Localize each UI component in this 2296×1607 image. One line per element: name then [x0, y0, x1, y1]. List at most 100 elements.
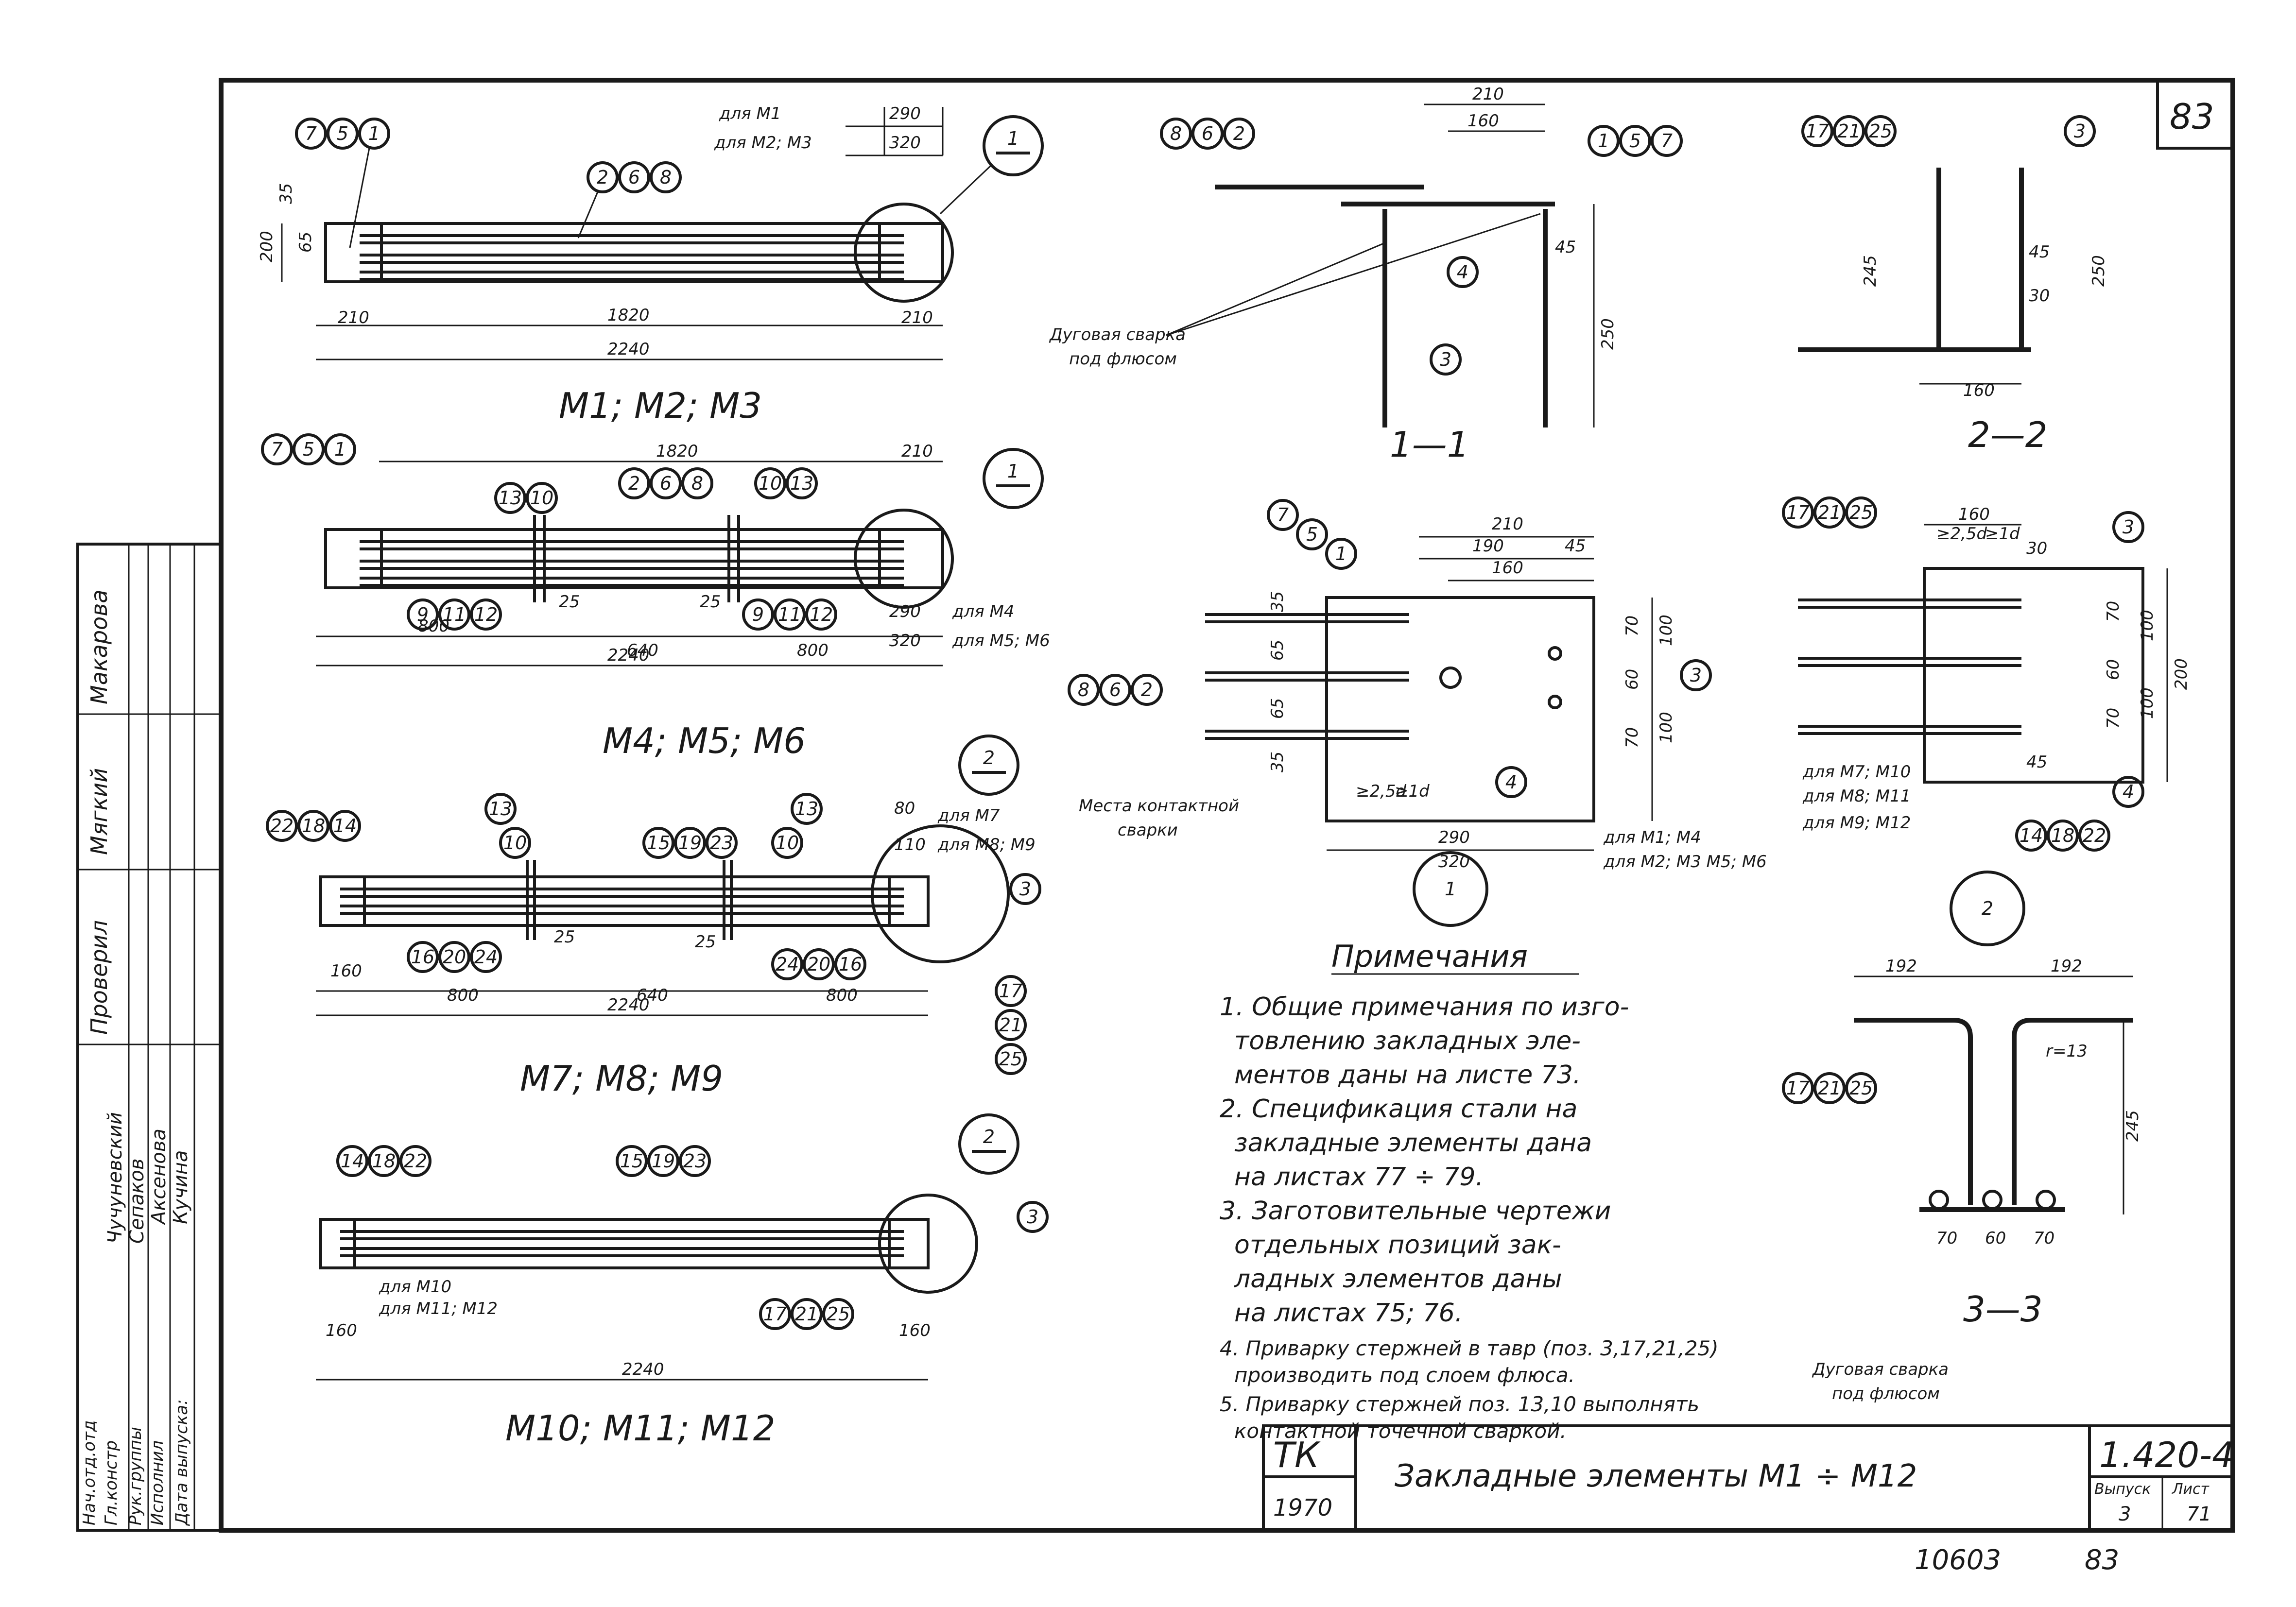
sec11-dim-45: 45 — [1555, 238, 1576, 257]
dim-25b-m7: 25 — [695, 932, 716, 952]
bubble-13b-m7: 13 — [795, 798, 818, 820]
dim-2240-m7: 2240 — [607, 995, 650, 1015]
label-for-m5m6: для М5; М6 — [952, 631, 1050, 650]
n1-dim-190: 190 — [1472, 536, 1504, 556]
stamp-checked-label: Проверил — [86, 920, 112, 1035]
sec22-bubble-25: 25 — [1869, 120, 1892, 142]
n1-dim-65a: 65 — [1268, 640, 1287, 661]
sec22-bubble-3: 3 — [2074, 120, 2086, 142]
n2-bubble-14: 14 — [2020, 825, 2043, 846]
bubble-11-m4: 11 — [443, 604, 466, 625]
stamp-name-2: Сепаков — [126, 1159, 148, 1244]
n2-label-m9m12: для М9; М12 — [1802, 813, 1911, 833]
bubble-5-m4: 5 — [303, 439, 314, 460]
bubble-11b-m4: 11 — [778, 604, 801, 625]
bubble-9-m4: 9 — [417, 604, 429, 625]
n2-dim-45: 45 — [2026, 752, 2047, 772]
sec11-bubble-7: 7 — [1661, 130, 1673, 152]
dim-25-m7: 25 — [554, 927, 575, 947]
stamp-name-3: Аксенова — [148, 1128, 170, 1226]
n2-dim-2-5d: ≥2,5d — [1936, 524, 1987, 544]
sec11-under-flux: под флюсом — [1069, 349, 1177, 369]
note-line-9: ладных элементов даны — [1234, 1265, 1562, 1294]
bubble-20b-m7: 20 — [807, 954, 830, 975]
bubble-13-m7: 13 — [489, 798, 512, 820]
callout-1-m4: 1 — [1007, 461, 1019, 482]
dim-35: 35 — [276, 183, 296, 204]
dim-65: 65 — [296, 232, 315, 253]
sec33-dim-70b: 70 — [2034, 1229, 2054, 1248]
n1-dim-160: 160 — [1492, 558, 1523, 578]
node-1-label: 1 — [1445, 878, 1456, 900]
sec11-dim-250: 250 — [1598, 318, 1618, 350]
bubble-20-m7: 20 — [443, 946, 466, 968]
title-text: Закладные элементы М1 ÷ М12 — [1395, 1458, 1917, 1494]
dim-800b-m4: 800 — [797, 641, 829, 660]
n1-dim-65b: 65 — [1268, 698, 1287, 719]
sheet-number: 83 — [2170, 96, 2214, 137]
n2-bubble-21: 21 — [1818, 502, 1841, 523]
stamp-role-4: Исполнил — [148, 1440, 167, 1525]
bottom-page: 83 — [2085, 1544, 2119, 1576]
sec33-dim-245: 245 — [2123, 1110, 2142, 1142]
bubble-25-m10: 25 — [827, 1303, 850, 1325]
bubble-22-m7: 22 — [270, 815, 293, 837]
bubble-15-m10: 15 — [620, 1150, 643, 1172]
n1-dim-45: 45 — [1565, 536, 1586, 556]
n2-bubble-25: 25 — [1849, 502, 1873, 523]
sec33-arc-weld: Дуговая сварка — [1812, 1360, 1949, 1379]
sec33-dim-192a: 192 — [1885, 957, 1917, 976]
note-line-3: ментов даны на листе 73. — [1234, 1060, 1581, 1090]
bubble-19-m7: 19 — [678, 832, 702, 854]
section-1-1: 210 160 250 45 8 6 2 1 5 7 4 3 Дуговая с… — [1049, 85, 1683, 465]
n2-dim-70b: 70 — [2104, 708, 2123, 729]
notes-block: Примечания 1. Общие примечания по изго- … — [1220, 939, 1719, 1443]
n1-bubble-1: 1 — [1335, 543, 1347, 564]
stamp-role-2: Гл.констр — [102, 1440, 121, 1525]
n1-bubble-7: 7 — [1277, 504, 1289, 526]
n2-dim-160: 160 — [1958, 505, 1990, 524]
title-code: 1.420-4 — [2099, 1435, 2234, 1475]
note-line-12: производить под слоем флюса. — [1234, 1363, 1575, 1387]
bubble-21-m7: 21 — [999, 1014, 1022, 1036]
dim-210b: 210 — [901, 308, 933, 327]
bubble-13b-m4: 13 — [790, 473, 813, 494]
sec11-bubble-4: 4 — [1457, 261, 1468, 283]
n1-dim-35a: 35 — [1268, 591, 1287, 612]
stamp-checked-name2: Макарова — [86, 590, 112, 705]
note-line-13: 5. Приварку стержней поз. 13,10 выполнят… — [1220, 1392, 1699, 1416]
bubble-19-m10: 19 — [652, 1150, 675, 1172]
dim-800-m7: 800 — [447, 986, 479, 1005]
sec22-dim-30: 30 — [2029, 286, 2050, 306]
n2-dim-200: 200 — [2172, 658, 2191, 690]
sec22-bubble-17: 17 — [1806, 120, 1829, 142]
label-for-m1: для М1 — [719, 104, 781, 123]
sec22-dim-45: 45 — [2029, 242, 2050, 262]
bubble-6-m4: 6 — [660, 473, 672, 494]
bubble-6: 6 — [628, 167, 640, 188]
dim-1820: 1820 — [607, 306, 650, 325]
sec11-bubble-6: 6 — [1202, 123, 1213, 144]
stamp-role-5: Дата выпуска: — [172, 1399, 191, 1526]
n1-dim-290: 290 — [1438, 828, 1470, 847]
dim-160-m7: 160 — [330, 961, 362, 981]
sec22-dim-245: 245 — [1861, 255, 1880, 287]
n2-label-m8m11: для М8; М11 — [1802, 786, 1911, 806]
sec33-r13: r=13 — [2046, 1042, 2088, 1061]
note-line-10: на листах 75; 76. — [1234, 1299, 1463, 1328]
title-block: ТК 1970 Закладные элементы М1 ÷ М12 1.42… — [1262, 1424, 2234, 1532]
note-line-6: на листах 77 ÷ 79. — [1234, 1163, 1484, 1192]
n2-label-m7m10: для М7; М10 — [1802, 762, 1911, 782]
n2-dim-60: 60 — [2104, 659, 2123, 680]
label-for-m8m9: для М8; М9 — [937, 835, 1036, 855]
bubble-18-m10: 18 — [372, 1150, 396, 1172]
dim-110-m7: 110 — [894, 835, 926, 855]
dim-80-m7: 80 — [894, 799, 915, 818]
node-1-detail: 210 190 45 160 290 320 70 60 70 100 100 … — [1068, 499, 1767, 927]
bubble-24-m7: 24 — [474, 946, 498, 968]
section-3-3: 192 192 245 r=13 70 60 70 17 21 25 3—3 Д… — [1782, 957, 2142, 1403]
bubble-23-m10: 23 — [683, 1150, 707, 1172]
dim-320: 320 — [889, 133, 921, 153]
bubble-23-m7: 23 — [710, 832, 733, 854]
